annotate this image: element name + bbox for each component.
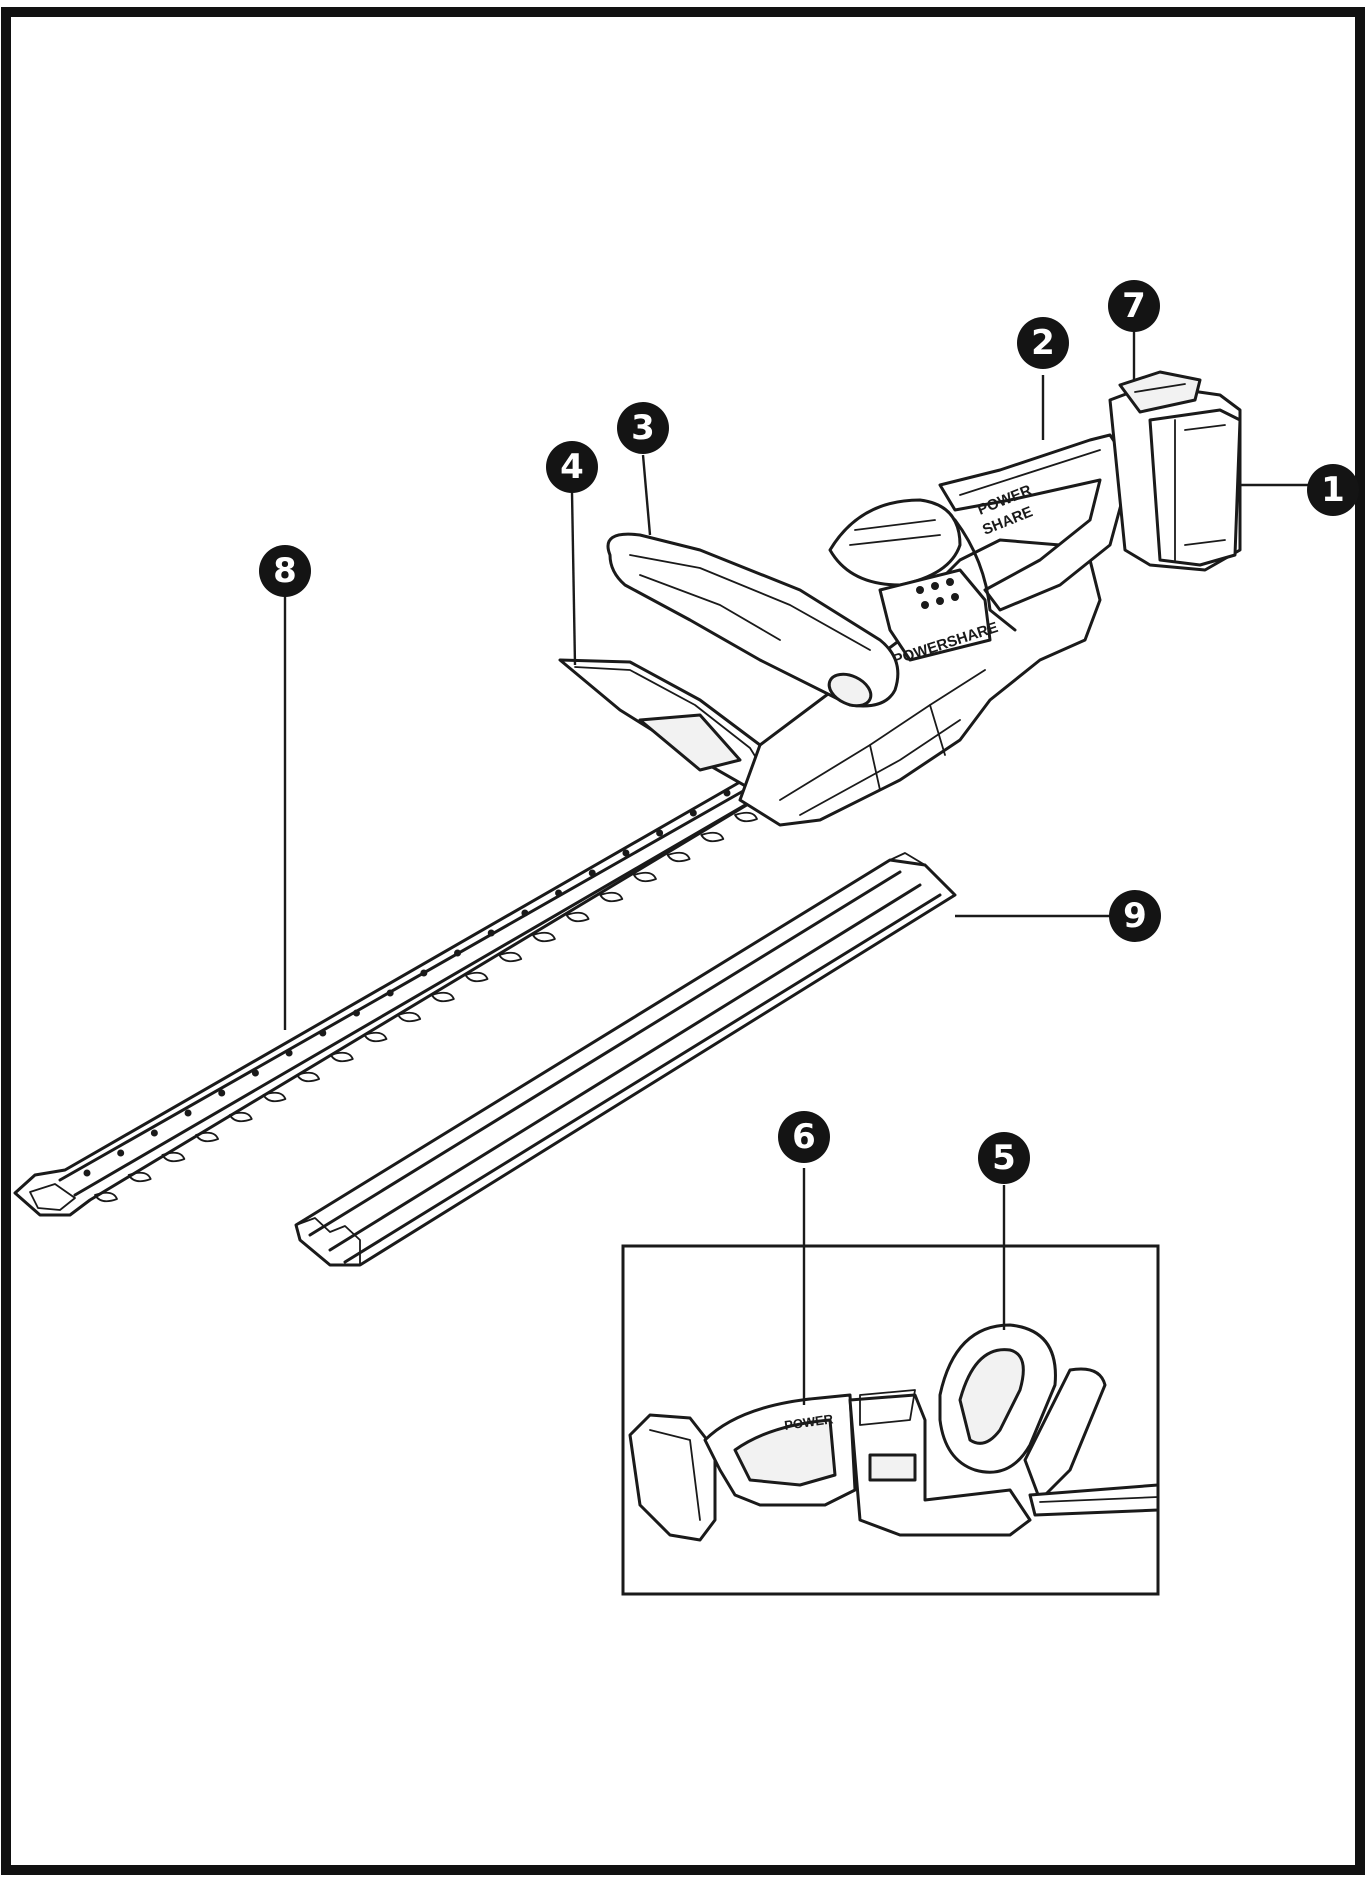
svg-text:6: 6: [792, 1117, 816, 1157]
blade-tooth: [599, 891, 624, 903]
blade-teeth: [83, 789, 758, 1203]
page-frame: [1, 7, 1365, 1875]
blade-tooth: [228, 1111, 253, 1123]
blade-tooth: [195, 1131, 219, 1143]
blade-tooth: [633, 871, 657, 883]
svg-text:9: 9: [1123, 896, 1147, 936]
blade-tooth: [430, 991, 455, 1003]
callout-7: 7: [1108, 280, 1160, 332]
blade-rivet: [454, 949, 462, 957]
blade-tooth: [498, 951, 523, 963]
blade-rivet: [218, 1089, 226, 1097]
blade-rivet: [555, 889, 563, 897]
blade-rivet: [723, 789, 731, 797]
front-handle: [606, 532, 900, 708]
svg-text:4: 4: [560, 447, 584, 487]
callout-5: 5: [978, 1132, 1030, 1184]
blade-tooth: [296, 1071, 321, 1083]
leader-4: [570, 491, 577, 666]
blade-rivet: [656, 829, 664, 837]
blade: [13, 780, 762, 1217]
blade-tooth: [262, 1091, 287, 1103]
leader-lines: [283, 330, 1308, 1405]
blade-tooth: [94, 1191, 118, 1203]
blade-rivet: [689, 809, 697, 817]
callout-8: 8: [259, 545, 311, 597]
blade-rivet: [420, 969, 428, 977]
callout-6: 6: [778, 1111, 830, 1163]
blade-rivet: [386, 989, 394, 997]
svg-text:5: 5: [992, 1138, 1016, 1178]
svg-text:8: 8: [273, 551, 297, 591]
callout-9: 9: [1109, 890, 1161, 942]
blade-rivet: [622, 849, 630, 857]
blade-tooth: [666, 851, 691, 863]
blade-tooth: [700, 831, 725, 843]
callout-2: 2: [1017, 317, 1069, 369]
motor-housing: POWERSHARE: [738, 498, 1102, 827]
blade-rivet: [184, 1109, 192, 1117]
blade-rivet: [487, 929, 495, 937]
blade-rivet: [352, 1009, 360, 1017]
blade-tooth: [161, 1151, 186, 1163]
blade-rivet: [251, 1069, 259, 1077]
blade-sheath: [294, 852, 957, 1267]
blade-tooth: [363, 1031, 388, 1043]
blade-tooth: [329, 1051, 354, 1063]
blade-rivet: [117, 1149, 125, 1157]
svg-text:2: 2: [1031, 323, 1055, 363]
svg-text:POWER: POWER: [783, 1411, 834, 1433]
blade-tooth: [734, 811, 758, 823]
battery-release: [1118, 370, 1202, 414]
blade-tooth: [464, 971, 489, 983]
blade-tooth: [127, 1171, 152, 1183]
blade-tooth: [397, 1011, 422, 1023]
blade-tooth: [565, 911, 590, 923]
inset-view: POWER: [621, 1244, 1160, 1596]
blade-rivet: [588, 869, 596, 877]
blade-rivet: [150, 1129, 158, 1137]
callout-1: 1: [1307, 464, 1359, 516]
svg-text:1: 1: [1321, 470, 1345, 510]
rear-handle: POWER SHARE: [938, 433, 1127, 632]
svg-text:3: 3: [631, 408, 655, 448]
blade-rivet: [521, 909, 529, 917]
callout-3: 3: [617, 402, 669, 454]
leader-3: [641, 454, 652, 536]
blade-rivet: [285, 1049, 293, 1057]
callout-4: 4: [546, 441, 598, 493]
hedge-trimmer: POWERSHARE POWER SHARE: [13, 370, 1242, 1217]
battery: [1108, 370, 1242, 572]
svg-text:7: 7: [1122, 286, 1146, 326]
blade-rivet: [83, 1169, 91, 1177]
blade-rivet: [319, 1029, 327, 1037]
blade-tooth: [531, 931, 556, 943]
